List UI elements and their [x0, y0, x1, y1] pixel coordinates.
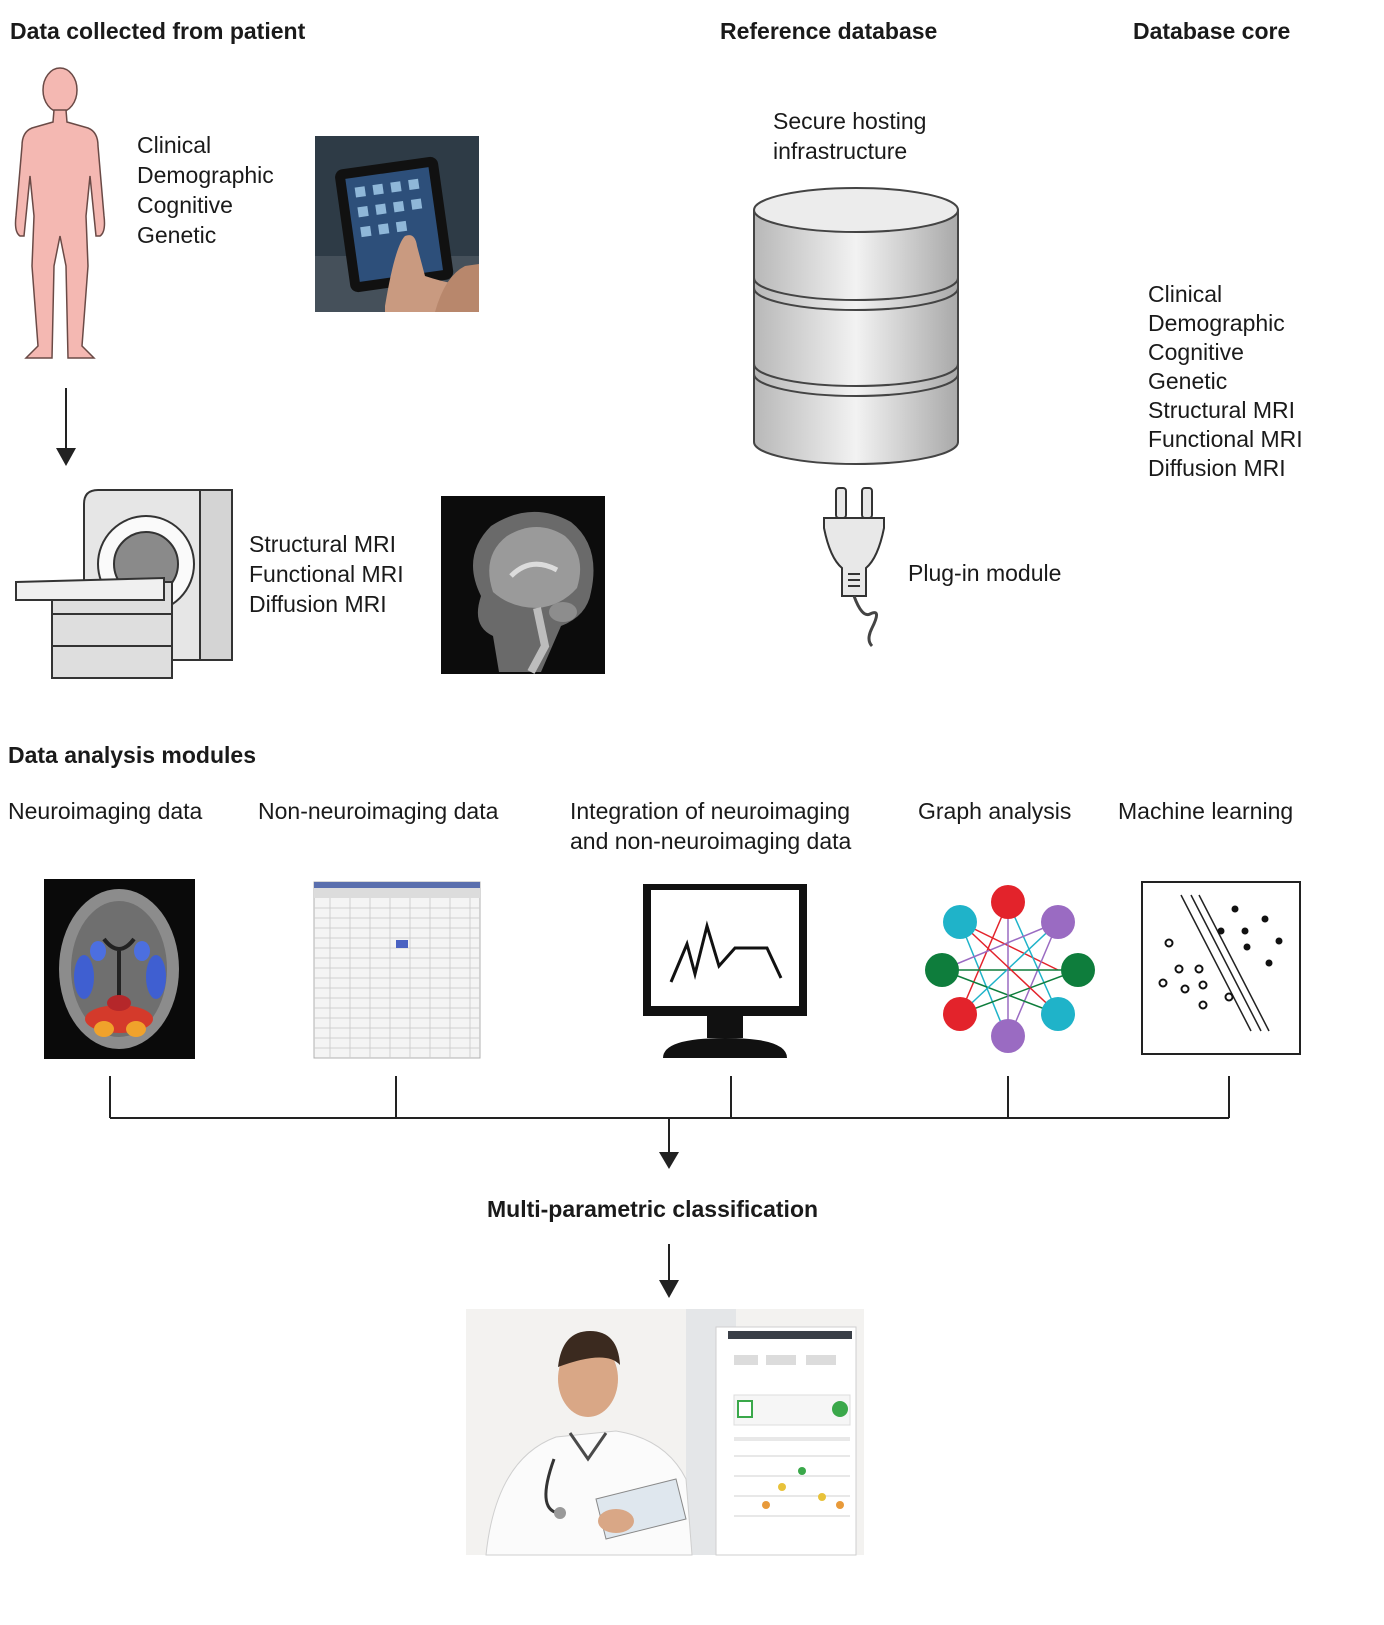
monitor-graph-icon — [643, 884, 807, 1058]
patient-clinical-item: Genetic — [137, 222, 217, 248]
reference-heading: Reference database — [720, 18, 938, 44]
spreadsheet-icon — [313, 881, 481, 1059]
brain-fmri-axial-icon — [44, 879, 195, 1059]
module-connector-lines — [109, 1076, 1230, 1169]
human-figure-icon — [14, 67, 106, 359]
core-item: Genetic — [1148, 368, 1228, 394]
patient-clinical-item: Demographic — [137, 162, 274, 188]
patient-mri-list: Structural MRI Functional MRI Diffusion … — [249, 529, 404, 619]
database-cylinder-icon — [753, 187, 959, 465]
module-label-graph: Graph analysis — [918, 798, 1072, 824]
doctor-tablet-photo-icon — [466, 1309, 864, 1556]
patient-clinical-item: Clinical — [137, 132, 212, 158]
patient-clinical-list: Clinical Demographic Cognitive Genetic — [137, 130, 274, 250]
mri-scanner-icon — [15, 489, 233, 679]
patient-mri-item: Structural MRI — [249, 531, 396, 557]
svm-scatter-icon — [1141, 881, 1301, 1055]
core-item: Diffusion MRI — [1148, 455, 1286, 481]
hosting-line: infrastructure — [773, 138, 908, 164]
core-item: Demographic — [1148, 310, 1285, 336]
classification-heading: Multi-parametric classification — [487, 1196, 819, 1222]
module-label-neuroimaging: Neuroimaging data — [8, 798, 203, 824]
module-label-non-neuroimaging: Non-neuroimaging data — [258, 798, 499, 824]
graph-network-icon — [925, 885, 1095, 1053]
arrow-down-icon — [56, 388, 76, 466]
patient-mri-item: Diffusion MRI — [249, 591, 387, 617]
hosting-line: Secure hosting — [773, 108, 927, 134]
hosting-label: Secure hosting infrastructure — [773, 106, 926, 166]
core-list: Clinical Demographic Cognitive Genetic S… — [1148, 280, 1303, 483]
analysis-heading: Data analysis modules — [8, 742, 256, 768]
core-item: Functional MRI — [1148, 426, 1303, 452]
plug-icon — [823, 487, 885, 648]
plugin-label: Plug-in module — [908, 560, 1062, 586]
module-label-integration: Integration of neuroimaging and non-neur… — [570, 796, 851, 856]
core-item: Cognitive — [1148, 339, 1244, 365]
patient-mri-item: Functional MRI — [249, 561, 404, 587]
tablet-photo-icon — [315, 136, 479, 312]
core-heading: Database core — [1133, 18, 1291, 44]
patient-heading: Data collected from patient — [10, 18, 306, 44]
module-label-line: Integration of neuroimaging — [570, 798, 851, 824]
core-item: Clinical — [1148, 281, 1223, 307]
module-label-line: and non-neuroimaging data — [570, 828, 852, 854]
core-item: Structural MRI — [1148, 397, 1295, 423]
arrow-down-icon — [659, 1244, 679, 1298]
patient-clinical-item: Cognitive — [137, 192, 233, 218]
module-label-machine-learning: Machine learning — [1118, 798, 1294, 824]
brain-mri-sagittal-icon — [441, 496, 605, 674]
